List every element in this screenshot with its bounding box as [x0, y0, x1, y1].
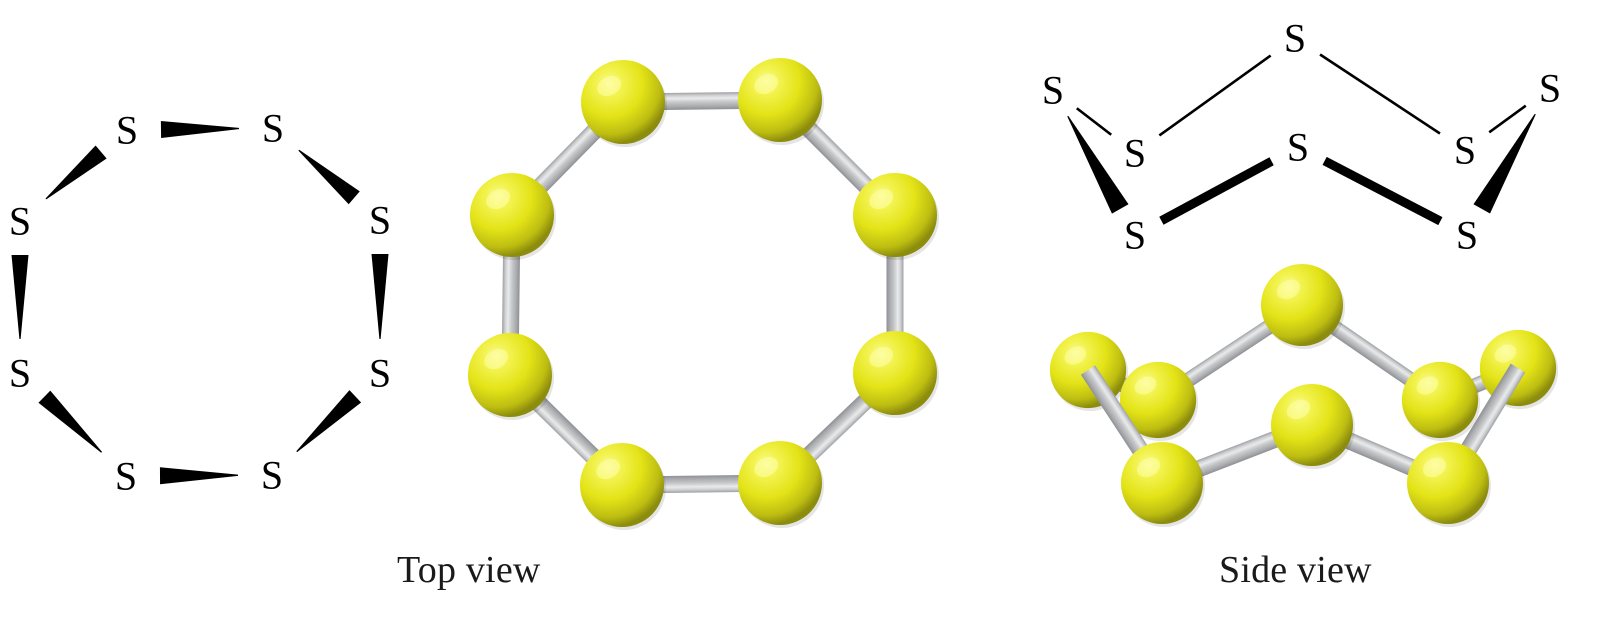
side-ball-front-atom-6-highlight: [1422, 457, 1447, 478]
top-skeletal-atom-label-5: S: [115, 454, 137, 499]
top-skeletal-bond-5: [38, 390, 103, 453]
top-skeletal-bond-3: [296, 390, 362, 453]
top-ball-atom-7-sphere: [470, 173, 554, 257]
caption-side-view: Side view: [1219, 549, 1372, 591]
side-ball-back-atom-1-highlight: [1134, 376, 1157, 395]
side-ball-front-atom-2: [1261, 264, 1345, 349]
side-skeletal-bond-6: [1322, 156, 1443, 226]
top-ball-atom-1-sphere: [738, 58, 822, 142]
top-ball-atom-0-sphere: [581, 60, 665, 144]
side-ball-front-atom-4-highlight: [1136, 457, 1161, 478]
top-skeletal-bond-7: [45, 145, 107, 200]
side-skeletal-atom-label-3: S: [1287, 125, 1309, 170]
caption-top-view: Top view: [397, 549, 541, 591]
side-skeletal-atom-label-6: S: [1456, 213, 1478, 258]
top-view-ball-and-stick-panel: [450, 45, 970, 535]
side-skeletal-atom-label-0: S: [1042, 68, 1064, 113]
side-ball-back-atom-5-sphere: [1401, 361, 1479, 439]
top-skeletal-bond-6: [11, 255, 29, 339]
side-skeletal-bond-3: [1488, 104, 1527, 134]
side-ball-back-atom-7-highlight: [1494, 344, 1517, 363]
side-ball-back-atom-5-highlight: [1416, 376, 1439, 395]
top-ball-atom-1-highlight: [754, 73, 779, 95]
top-view-ball-atoms: [468, 58, 939, 530]
top-skeletal-atom-label-4: S: [261, 453, 283, 498]
top-skeletal-atom-label-3: S: [369, 351, 391, 396]
top-ball-atom-6: [468, 333, 554, 420]
top-skeletal-atom-label-0: S: [116, 108, 138, 153]
side-skeletal-bond-7: [1473, 113, 1536, 214]
side-ball-front-atom-2-sphere: [1261, 264, 1343, 346]
top-ball-atom-5-highlight: [596, 458, 621, 480]
top-view-skeletal-panel: S S S S S S S S: [0, 55, 420, 525]
top-ball-atom-4-highlight: [754, 456, 779, 478]
side-ball-back-atom-0-highlight: [1064, 346, 1087, 365]
top-ball-atom-5: [580, 443, 666, 530]
side-skeletal-bond-5: [1159, 157, 1274, 225]
top-view-ball-svg: [468, 58, 939, 530]
top-view-skeletal-bonds: [11, 121, 389, 485]
top-ball-atom-7: [470, 173, 556, 260]
side-ball-back-atom-1: [1119, 361, 1199, 442]
side-view-ball-content: [1049, 264, 1559, 527]
top-skeletal-atom-label-1: S: [262, 106, 284, 151]
top-ball-atom-6-highlight: [484, 348, 509, 370]
top-skeletal-bond-1: [298, 149, 360, 205]
top-ball-atom-7-highlight: [486, 188, 511, 210]
top-ball-atom-3: [853, 331, 939, 418]
side-skeletal-bond-1: [1158, 54, 1272, 137]
top-skeletal-bond-0: [160, 121, 240, 139]
side-skeletal-bond-2: [1319, 53, 1441, 135]
top-skeletal-atom-label-7: S: [9, 199, 31, 244]
top-ball-atom-3-highlight: [869, 346, 894, 368]
top-ball-atom-4-sphere: [738, 441, 822, 525]
top-ball-atom-4: [738, 441, 824, 528]
side-ball-front-atom-2-highlight: [1276, 279, 1301, 300]
top-ball-atom-6-sphere: [468, 333, 552, 417]
top-ball-atom-0-highlight: [597, 75, 622, 97]
side-skeletal-atom-label-2: S: [1284, 16, 1306, 61]
side-ball-front-atom-3: [1271, 384, 1355, 469]
side-skeletal-atom-label-1: S: [1124, 131, 1146, 176]
side-ball-front-atom-6: [1407, 442, 1491, 527]
side-ball-front-atom-4-sphere: [1121, 442, 1203, 524]
side-ball-front-atom-4: [1121, 442, 1205, 527]
side-skeletal-atom-label-5: S: [1454, 128, 1476, 173]
side-view-ball-and-stick-panel: [1040, 255, 1585, 540]
top-view-skeletal-svg: S S S S S S S S: [9, 106, 391, 499]
top-ball-atom-2: [853, 173, 939, 260]
top-ball-atom-2-highlight: [869, 188, 894, 210]
top-view-ball-bonds: [501, 91, 904, 494]
side-skeletal-bond-4: [1067, 115, 1129, 214]
top-ball-atom-0: [581, 60, 667, 147]
side-view-skeletal-bonds: [1067, 53, 1536, 226]
side-ball-front-atom-3-sphere: [1271, 384, 1353, 466]
top-view-skeletal-atoms: S S S S S S S S: [9, 106, 391, 499]
side-ball-front-atom-3-highlight: [1286, 399, 1311, 420]
side-ball-back-atom-5: [1401, 361, 1481, 442]
top-skeletal-atom-label-6: S: [9, 351, 31, 396]
side-ball-front-atom-6-sphere: [1407, 442, 1489, 524]
top-ball-atom-1: [738, 58, 824, 145]
side-view-ball-svg: [1049, 264, 1559, 527]
side-skeletal-bond-0: [1075, 107, 1113, 136]
side-skeletal-atom-label-4: S: [1124, 213, 1146, 258]
top-ball-atom-3-sphere: [853, 331, 937, 415]
top-skeletal-bond-2: [371, 254, 389, 339]
top-ball-atom-2-sphere: [853, 173, 937, 257]
top-skeletal-bond-4: [159, 467, 239, 485]
side-skeletal-atom-label-7: S: [1539, 66, 1561, 111]
top-ball-atom-5-sphere: [580, 443, 664, 527]
top-skeletal-atom-label-2: S: [369, 198, 391, 243]
